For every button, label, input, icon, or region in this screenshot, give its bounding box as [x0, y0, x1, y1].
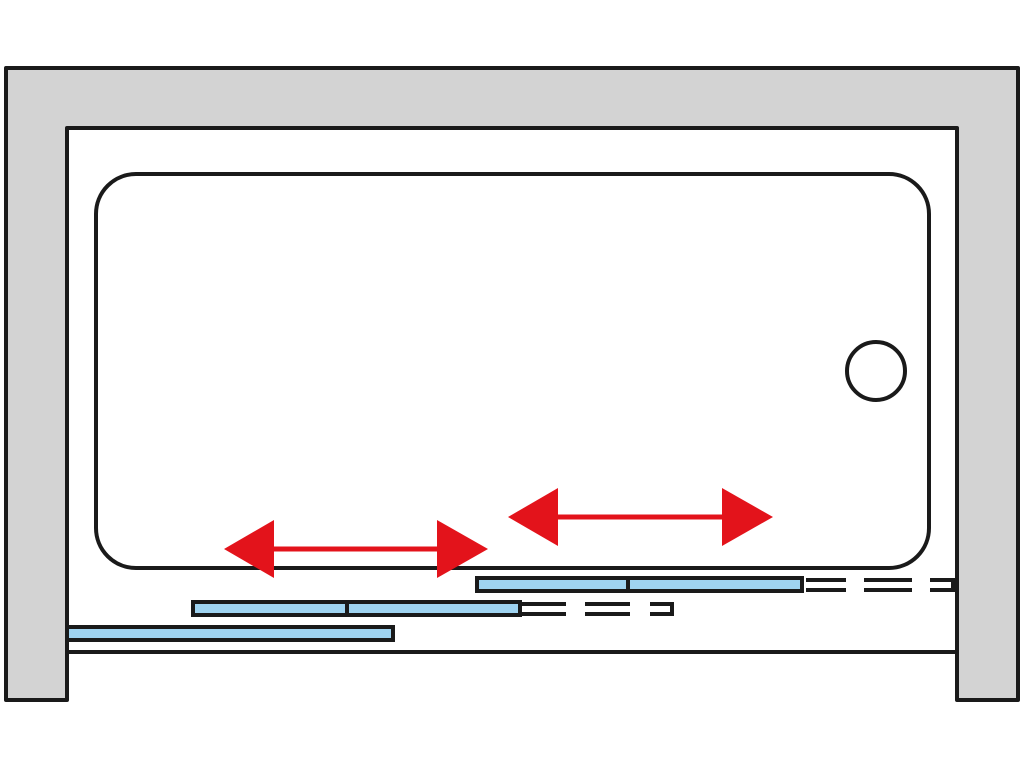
glass-segment	[345, 600, 522, 617]
panel-sliding-middle	[191, 600, 674, 617]
panel-sliding-back	[475, 576, 955, 593]
drain-icon	[845, 340, 907, 402]
panel-open-position-dashes	[806, 578, 955, 592]
glass-segment	[475, 576, 630, 593]
glass-segment	[191, 600, 349, 617]
wall-frame	[4, 66, 1020, 702]
slide-arrow-left	[224, 520, 488, 578]
slide-arrow-right	[508, 488, 773, 546]
bathtub	[94, 172, 931, 570]
glass-segment	[65, 625, 395, 642]
glass-segment	[626, 576, 804, 593]
panel-fixed	[65, 625, 395, 642]
panel-open-position-dashes	[522, 602, 674, 616]
